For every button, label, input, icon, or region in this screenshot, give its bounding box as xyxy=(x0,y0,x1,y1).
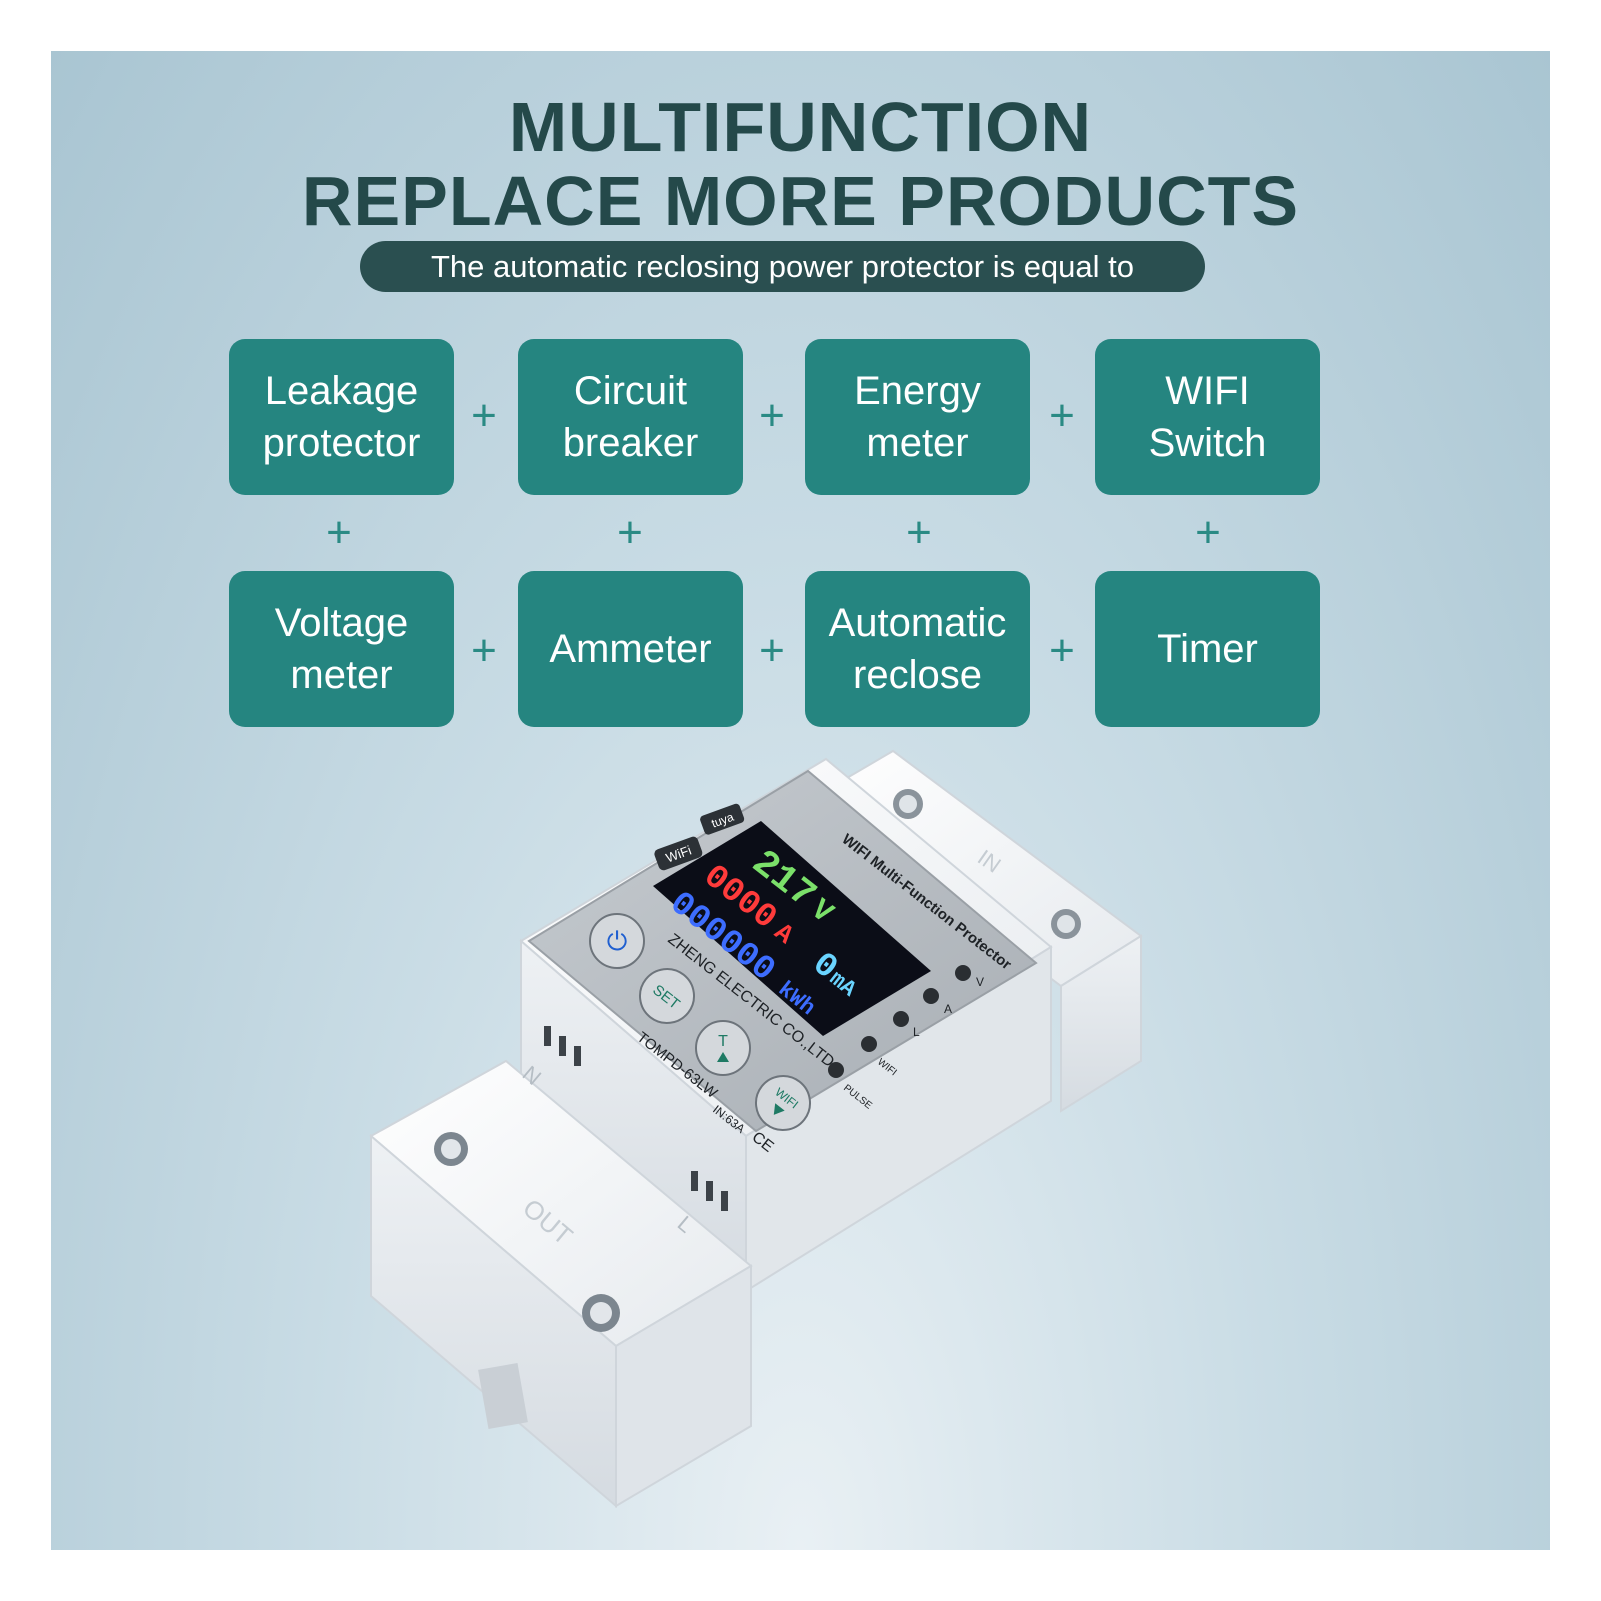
headline-line-1: MULTIFUNCTION xyxy=(508,88,1093,166)
led-l xyxy=(893,1011,909,1027)
product-banner: MULTIFUNCTION REPLACE MORE PRODUCTS The … xyxy=(51,51,1550,1550)
wifi-down-button: WIFI xyxy=(755,1075,811,1131)
subtitle-pill: The automatic reclosing power protector … xyxy=(360,241,1205,292)
power-button: ⏻ xyxy=(589,913,645,969)
plus-icon: + xyxy=(617,508,643,557)
svg-text:A: A xyxy=(944,1002,952,1016)
plus-icon: + xyxy=(1195,508,1221,557)
plus-icon: + xyxy=(1049,626,1075,675)
function-box-ammeter: Ammeter xyxy=(518,571,743,727)
power-protector-device-image: IN OUT N L xyxy=(369,749,1143,1509)
led-wifi xyxy=(861,1036,877,1052)
led-a xyxy=(923,988,939,1004)
svg-text:L: L xyxy=(913,1025,920,1039)
t-up-button: T xyxy=(695,1020,751,1076)
headline-line-2: REPLACE MORE PRODUCTS xyxy=(301,162,1300,240)
led-pulse xyxy=(828,1062,844,1078)
plus-icon: + xyxy=(1049,391,1075,440)
function-box-automatic-reclose: Automatic reclose xyxy=(805,571,1030,727)
function-box-voltage-meter: Voltage meter xyxy=(229,571,454,727)
rear-terminal-block: IN xyxy=(809,749,1143,1113)
arrow-down-icon xyxy=(773,1103,785,1115)
power-icon: ⏻ xyxy=(607,926,628,956)
function-box-wifi-switch: WIFI Switch xyxy=(1095,339,1320,495)
plus-icon: + xyxy=(759,626,785,675)
function-box-energy-meter: Energy meter xyxy=(805,339,1030,495)
arrow-up-icon xyxy=(717,1052,729,1062)
plus-icon: + xyxy=(759,391,785,440)
svg-text:V: V xyxy=(976,975,984,989)
plus-icon: + xyxy=(906,508,932,557)
lcd-screen xyxy=(653,821,931,1036)
plus-icon: + xyxy=(471,391,497,440)
svg-text:T: T xyxy=(718,1033,728,1050)
function-box-leakage-protector: Leakage protector xyxy=(229,339,454,495)
set-button: SET xyxy=(639,968,695,1024)
led-v xyxy=(955,965,971,981)
plus-icon: + xyxy=(326,508,352,557)
tuya-badge xyxy=(700,803,745,835)
function-box-timer: Timer xyxy=(1095,571,1320,727)
plus-icon: + xyxy=(471,626,497,675)
wifi-badge xyxy=(654,836,703,871)
function-box-circuit-breaker: Circuit breaker xyxy=(518,339,743,495)
